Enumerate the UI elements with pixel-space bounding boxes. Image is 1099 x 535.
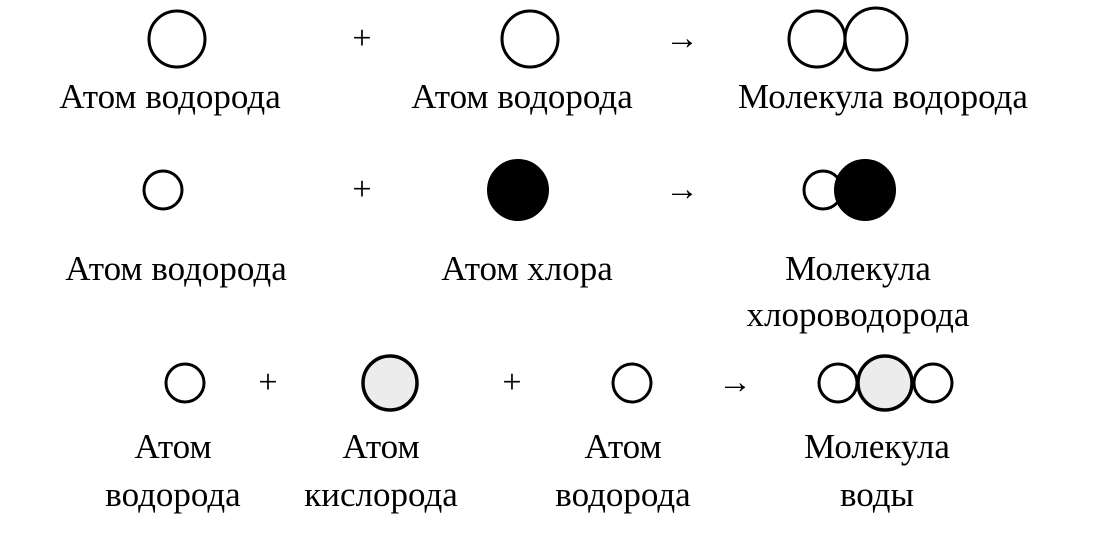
oxygen-atom <box>856 354 914 412</box>
hydrogen-atom <box>164 362 206 404</box>
label-hydrogen-molecule: Молекула водорода <box>738 77 1028 116</box>
hydrogen-atom <box>142 169 184 211</box>
arrow-right-icon: → <box>718 364 752 401</box>
plus-sign: + <box>352 171 372 208</box>
label-hydrogen-chloride: хлороводорода <box>746 295 970 334</box>
label-atom: Атом <box>584 427 662 466</box>
oxygen-atom <box>361 354 419 412</box>
label-chlorine-atom: Атом хлора <box>441 249 613 288</box>
plus-sign: + <box>258 364 278 401</box>
water-molecule <box>817 354 954 412</box>
label-water: воды <box>839 475 915 514</box>
hydrogen-atom <box>147 9 207 69</box>
plus-sign: + <box>352 20 372 57</box>
hydrogen-atom <box>817 362 859 404</box>
label-hydrogen-atom: Атом водорода <box>65 249 287 288</box>
label-hydrogen-atom-1: Атом водорода <box>59 77 281 116</box>
hydrogen-atom <box>912 362 954 404</box>
label-molecule: Молекула <box>785 249 931 288</box>
hydrogen-chloride-molecule <box>802 159 896 221</box>
label-molecule: Молекула <box>804 427 950 466</box>
label-oxygen: кислорода <box>304 475 458 514</box>
arrow-right-icon: → <box>665 20 699 57</box>
label-atom: Атом <box>134 427 212 466</box>
chlorine-atom <box>834 159 896 221</box>
hydrogen-atom <box>611 362 653 404</box>
label-hydrogen: водорода <box>105 475 241 514</box>
chlorine-atom <box>487 159 549 221</box>
hydrogen-molecule <box>787 6 909 72</box>
hydrogen-atom <box>787 9 847 69</box>
hydrogen-atom <box>843 6 909 72</box>
label-hydrogen: водорода <box>555 475 691 514</box>
label-atom: Атом <box>342 427 420 466</box>
plus-sign: + <box>502 364 522 401</box>
hydrogen-atom <box>500 9 560 69</box>
arrow-right-icon: → <box>665 171 699 208</box>
label-hydrogen-atom-2: Атом водорода <box>411 77 633 116</box>
